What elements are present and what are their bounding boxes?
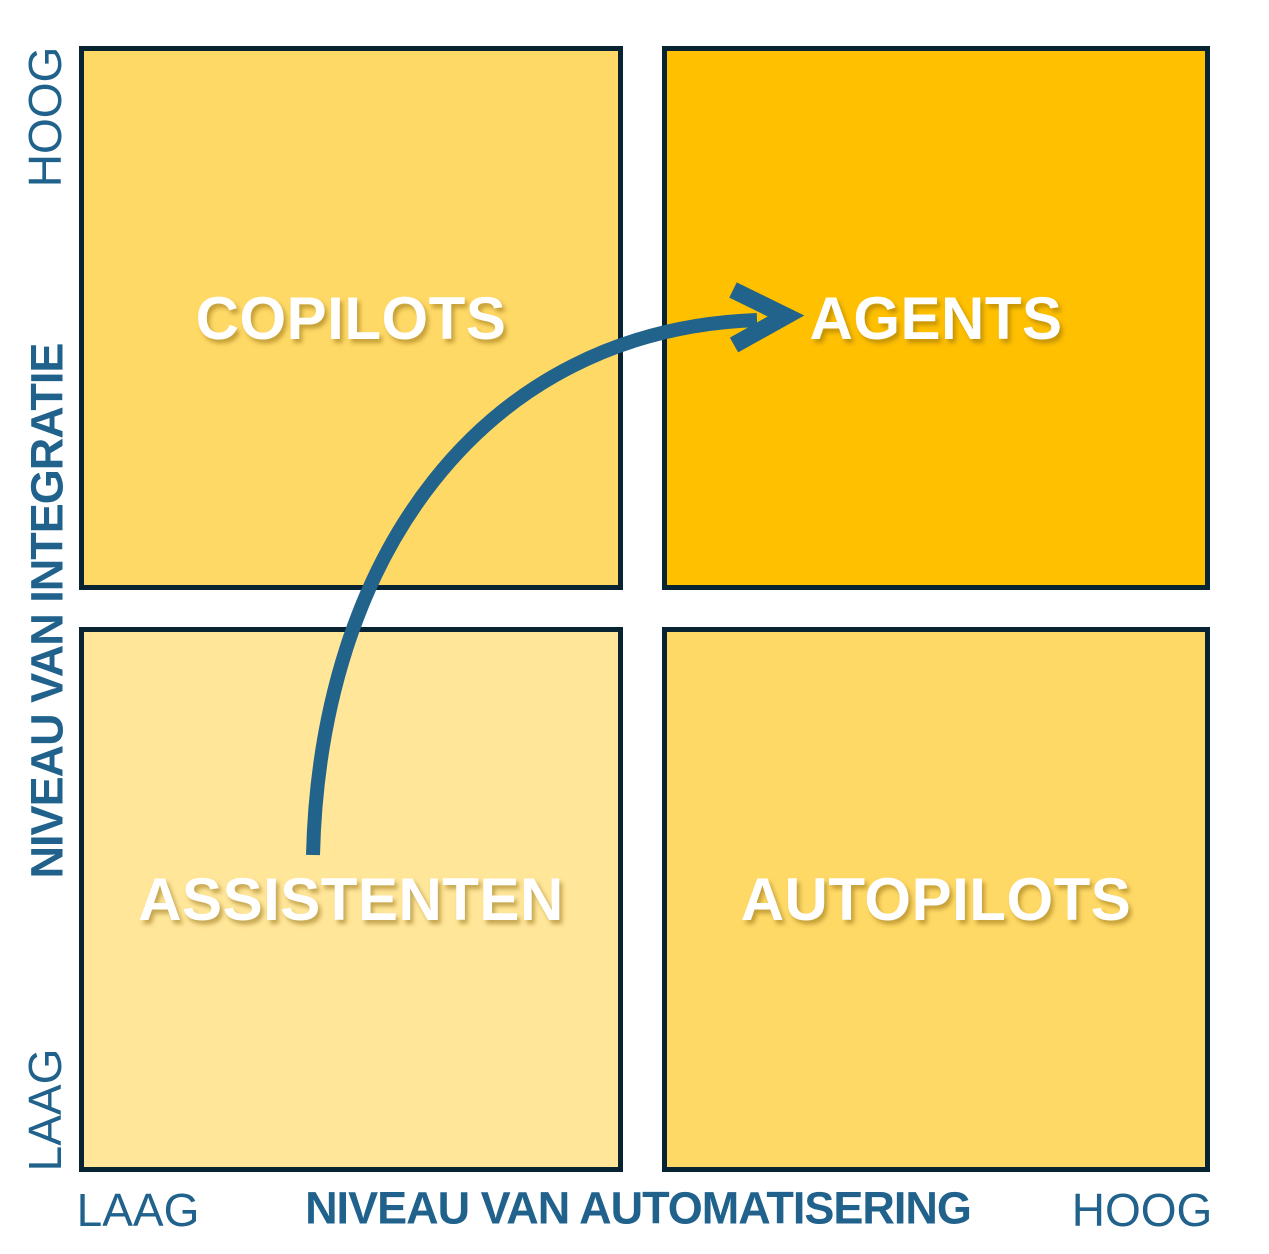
quadrant-agents-label: AGENTS — [809, 284, 1063, 352]
quadrant-autopilots-label: AUTOPILOTS — [740, 866, 1132, 933]
quadrant-assistenten: ASSISTENTEN — [79, 627, 623, 1172]
x-axis-title: NIVEAU VAN AUTOMATISERING — [305, 1182, 972, 1234]
x-axis-low-label: LAAG — [76, 1184, 200, 1236]
quadrant-autopilots: AUTOPILOTS — [662, 627, 1210, 1172]
quadrant-copilots: COPILOTS — [79, 46, 623, 590]
quadrant-assistenten-label: ASSISTENTEN — [138, 866, 564, 933]
y-axis-low-label: LAAG — [19, 1048, 71, 1172]
y-axis-high-label: HOOG — [19, 46, 71, 188]
quadrant-copilots-label: COPILOTS — [195, 284, 507, 352]
quadrant-agents: AGENTS — [662, 46, 1210, 590]
y-axis-title: NIVEAU VAN INTEGRATIE — [21, 343, 73, 879]
x-axis-high-label: HOOG — [1071, 1184, 1213, 1236]
